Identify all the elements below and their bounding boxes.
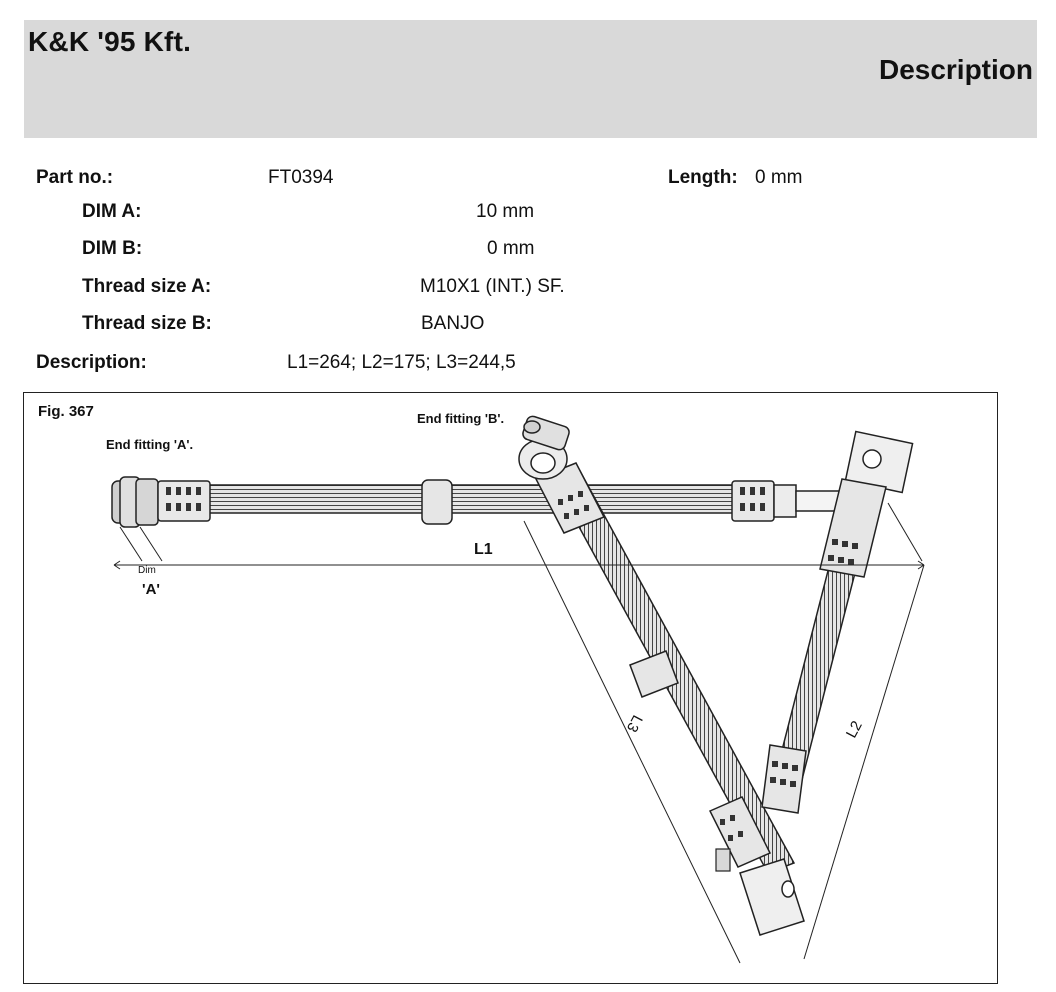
company-name: K&K '95 Kft. bbox=[28, 26, 192, 57]
part-no-label: Part no.: bbox=[36, 167, 114, 188]
dim-a-marker: 'A' bbox=[142, 581, 160, 598]
thread-b-value: BANJO bbox=[421, 313, 485, 334]
thread-a-label: Thread size A: bbox=[82, 276, 212, 297]
brake-hose-drawing bbox=[111, 415, 925, 964]
l1-label: L1 bbox=[474, 541, 493, 558]
part-no-value: FT0394 bbox=[268, 167, 334, 188]
hose-l2 bbox=[715, 430, 914, 936]
end-fitting-b-label: End fitting 'B'. bbox=[417, 411, 505, 426]
dimension-lines bbox=[113, 502, 925, 964]
page-title: Description bbox=[878, 54, 1033, 85]
end-fitting-a-label: End fitting 'A'. bbox=[106, 437, 194, 452]
dim-b-label: DIM B: bbox=[82, 238, 143, 259]
header-band: K&K '95 Kft. Description bbox=[24, 20, 1037, 138]
dim-a-value: 10 mm bbox=[476, 201, 535, 222]
thread-b-label: Thread size B: bbox=[82, 313, 212, 334]
dim-a-label: DIM A: bbox=[82, 201, 142, 222]
figure-frame: Fig. 367 End fitting 'A'. End fitting 'B… bbox=[23, 392, 998, 984]
length-value: 0 mm bbox=[755, 167, 803, 188]
dim-b-value: 0 mm bbox=[487, 238, 535, 259]
length-label: Length: bbox=[668, 167, 738, 188]
hose-l3 bbox=[518, 415, 796, 874]
thread-a-value: M10X1 (INT.) SF. bbox=[420, 276, 565, 297]
description-value: L1=264; L2=175; L3=244,5 bbox=[287, 352, 516, 373]
hose-horizontal bbox=[111, 476, 849, 528]
dim-small-label: Dim bbox=[138, 565, 156, 576]
description-label: Description: bbox=[36, 352, 147, 373]
figure-label: Fig. 367 bbox=[38, 403, 94, 420]
